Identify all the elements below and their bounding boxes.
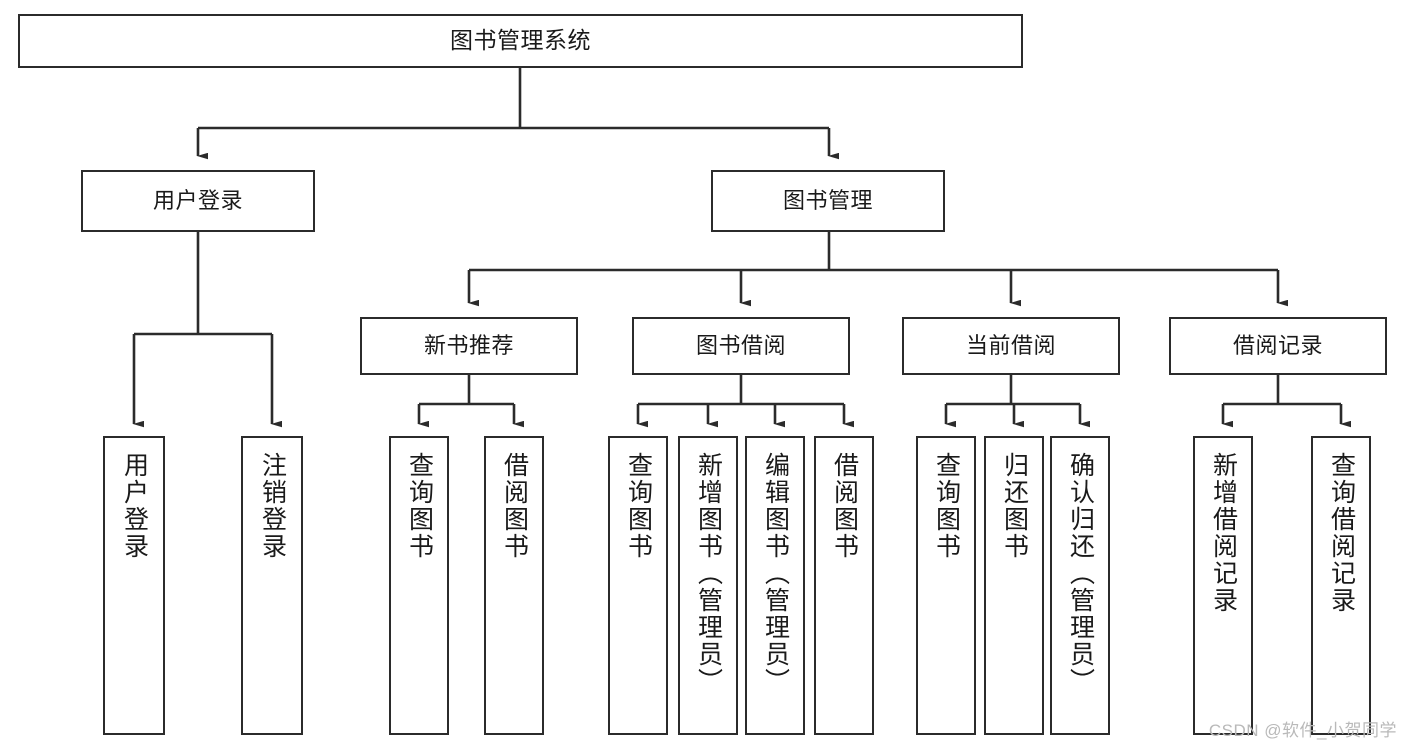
node-label: 新书推荐 (423, 333, 514, 359)
node-label: 借阅图书 (830, 452, 859, 560)
node-label: 查询图书 (405, 452, 434, 560)
node-root-system[interactable]: 图书管理系统 (18, 14, 1023, 68)
node-current-borrow[interactable]: 当前借阅 (902, 317, 1120, 375)
leaf-recommend-borrow-book[interactable]: 借阅图书 (484, 436, 544, 735)
node-label: 编辑图书（管理员） (761, 452, 790, 695)
leaf-user-logout[interactable]: 注销登录 (241, 436, 303, 735)
node-label: 当前借阅 (965, 333, 1056, 359)
node-label: 查询借阅记录 (1327, 452, 1356, 614)
leaf-borrow-query-book[interactable]: 查询图书 (608, 436, 668, 735)
node-borrow-record[interactable]: 借阅记录 (1169, 317, 1387, 375)
node-label: 归还图书 (1000, 452, 1029, 560)
node-label: 用户登录 (120, 452, 149, 560)
node-label: 图书管理系统 (450, 27, 591, 54)
leaf-recommend-query-book[interactable]: 查询图书 (389, 436, 449, 735)
node-label: 图书借阅 (695, 333, 786, 359)
leaf-current-return-book[interactable]: 归还图书 (984, 436, 1044, 735)
leaf-user-login[interactable]: 用户登录 (103, 436, 165, 735)
node-label: 借阅记录 (1232, 333, 1323, 359)
leaf-current-confirm-return[interactable]: 确认归还（管理员） (1050, 436, 1110, 735)
watermark: CSDN @软件_小贺同学 (1208, 721, 1397, 740)
node-user-login[interactable]: 用户登录 (81, 170, 315, 232)
leaf-record-query-record[interactable]: 查询借阅记录 (1311, 436, 1371, 735)
leaf-current-query-book[interactable]: 查询图书 (916, 436, 976, 735)
node-label: 确认归还（管理员） (1066, 452, 1095, 695)
node-label: 图书管理 (782, 188, 873, 214)
node-label: 新增借阅记录 (1209, 452, 1238, 614)
node-book-borrow[interactable]: 图书借阅 (632, 317, 850, 375)
node-book-management[interactable]: 图书管理 (711, 170, 945, 232)
leaf-borrow-add-book[interactable]: 新增图书（管理员） (678, 436, 738, 735)
node-label: 新增图书（管理员） (694, 452, 723, 695)
leaf-borrow-borrow-book[interactable]: 借阅图书 (814, 436, 874, 735)
leaf-record-add-record[interactable]: 新增借阅记录 (1193, 436, 1253, 735)
node-label: 用户登录 (152, 188, 243, 214)
node-new-book-recommend[interactable]: 新书推荐 (360, 317, 578, 375)
node-label: 借阅图书 (500, 452, 529, 560)
node-label: 查询图书 (624, 452, 653, 560)
leaf-borrow-edit-book[interactable]: 编辑图书（管理员） (745, 436, 805, 735)
node-label: 注销登录 (258, 452, 287, 560)
node-label: 查询图书 (932, 452, 961, 560)
